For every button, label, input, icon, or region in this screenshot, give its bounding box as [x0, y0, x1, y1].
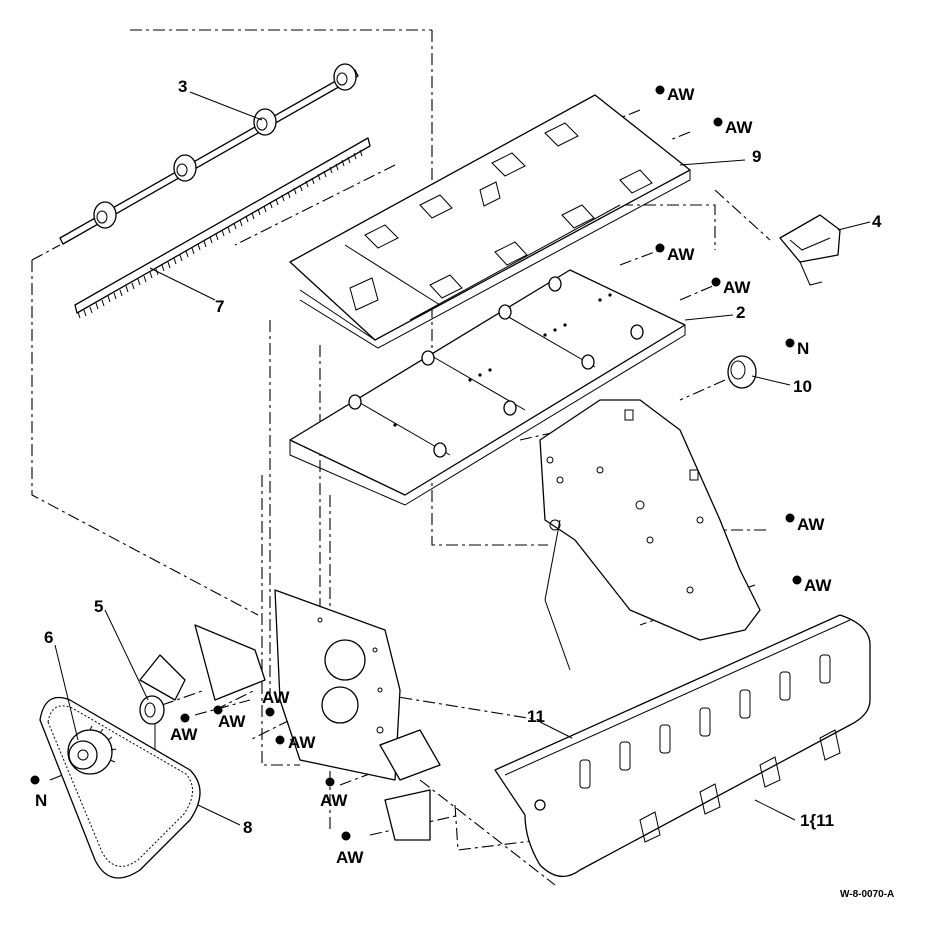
cover-part-11 [494, 614, 871, 877]
aw-label-8: AW [218, 712, 246, 731]
roller-3a [93, 201, 117, 229]
callout-10: 10 [793, 377, 812, 396]
aw-label-12: AW [336, 848, 364, 867]
bushing-part-10 [727, 355, 757, 389]
aw-label-3: AW [667, 245, 695, 264]
leader-lines [54, 91, 871, 826]
callout-6: 6 [44, 628, 53, 647]
aw-label-2: AW [725, 118, 753, 137]
roller-3b [173, 154, 197, 182]
frame-openings [321, 639, 366, 724]
callout-11: 11 [527, 707, 545, 726]
callout-4: 4 [872, 212, 882, 231]
pulley-part-6 [67, 725, 117, 775]
n-label-1: N [797, 339, 809, 358]
pinch-rollers [348, 276, 644, 458]
roller-shaft-part-3 [59, 63, 359, 245]
aw-label-10: AW [288, 733, 316, 752]
aw-label-7: AW [170, 725, 198, 744]
fastener-dots [30, 85, 802, 841]
roller-3d [333, 63, 357, 91]
roller-3c [253, 108, 277, 136]
brush-part-7 [74, 137, 371, 319]
callout-9: 9 [752, 147, 761, 166]
callout-2: 2 [736, 303, 745, 322]
fastener-labels: AW AW AW AW N AW AW AW AW AW AW AW AW N [35, 85, 832, 867]
aw-label-4: AW [723, 278, 751, 297]
figure-id: W-8-0070-A [840, 889, 894, 900]
n-label-2: N [35, 791, 47, 810]
callout-7: 7 [215, 297, 224, 316]
guide-plate-part-9 [289, 94, 691, 349]
callout-3: 3 [178, 77, 187, 96]
aw-label-5: AW [797, 515, 825, 534]
aw-label-1: AW [667, 85, 695, 104]
sensor-part-4 [779, 214, 841, 286]
rear-frame [539, 399, 761, 671]
guide-plate-part-2 [289, 269, 686, 506]
aw-label-9: AW [262, 688, 290, 707]
callout-8: 8 [243, 818, 252, 837]
bearing-part-5 [139, 695, 165, 725]
aw-label-6: AW [804, 576, 832, 595]
callout-1-11: 1{11 [800, 811, 834, 830]
front-frame [139, 589, 401, 781]
callout-5: 5 [94, 597, 103, 616]
aw-label-11: AW [320, 791, 348, 810]
plate-holes [393, 293, 612, 427]
callout-labels: 3 7 9 4 2 10 5 6 8 11 1{11 [44, 77, 882, 837]
